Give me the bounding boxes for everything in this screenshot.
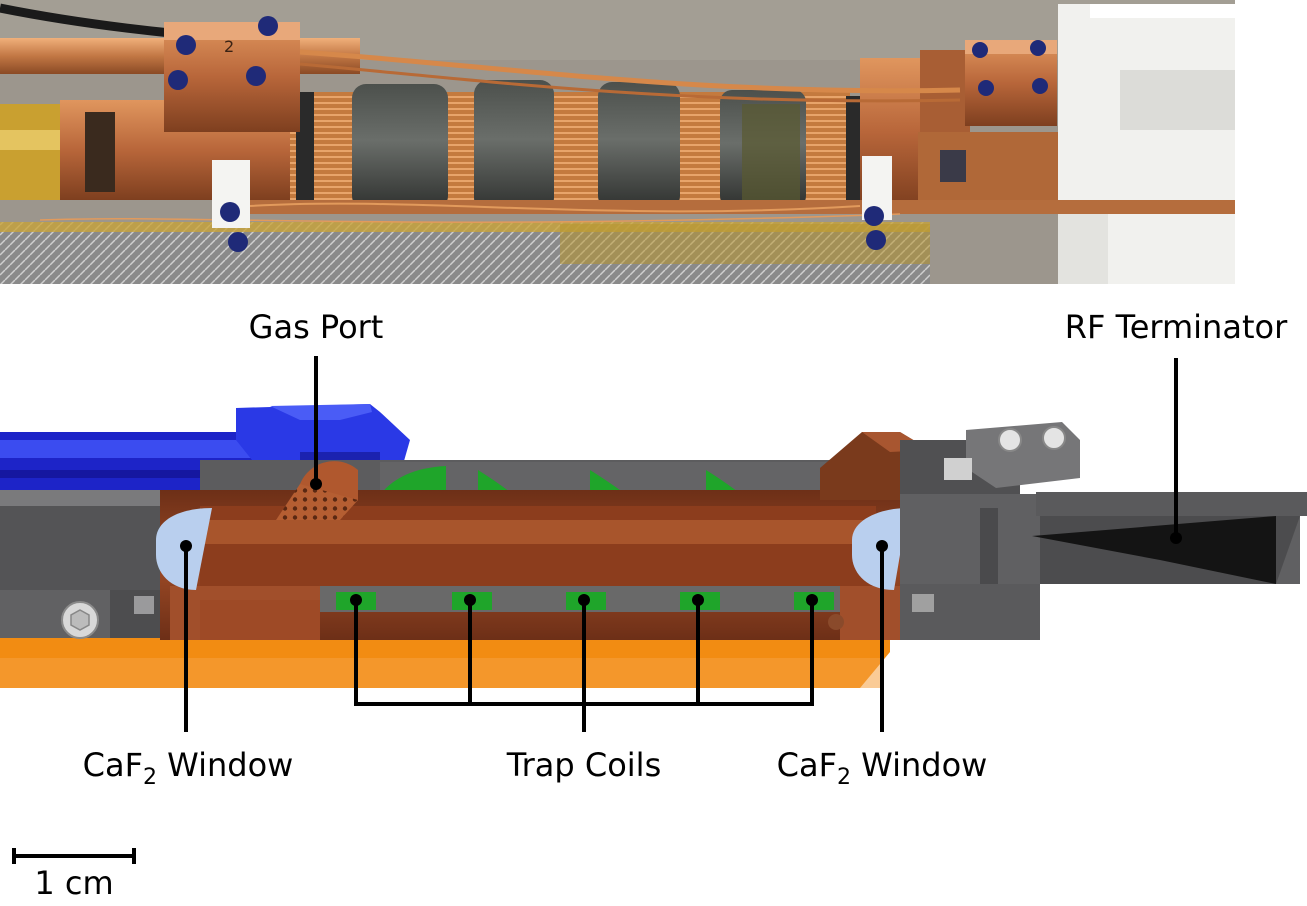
- scale-bar-label: 1 cm: [34, 864, 113, 902]
- right-gray-housing: [900, 422, 1307, 640]
- caf2-right-sub: 2: [837, 765, 851, 790]
- photo-panel: 2: [0, 0, 1235, 284]
- block-number-top: 2: [224, 37, 234, 56]
- caf2-left-sub: 2: [143, 765, 157, 790]
- trap-ring-1: [352, 84, 448, 210]
- caf2-right-suffix: Window: [851, 746, 987, 784]
- white-plastic-holder: [1058, 4, 1235, 284]
- label-caf2-window-right: CaF2 Window: [777, 746, 988, 790]
- leader-lines: [180, 356, 1182, 732]
- caf2-right-main: CaF: [777, 746, 837, 784]
- trap-ring-3: [598, 82, 680, 210]
- label-trap-coils: Trap Coils: [506, 746, 661, 784]
- label-gas-port: Gas Port: [249, 308, 384, 346]
- scale-bar: 1 cm: [12, 848, 136, 902]
- lower-copper-rod: [230, 200, 1235, 214]
- caf2-left-suffix: Window: [157, 746, 293, 784]
- caf2-left-main: CaF: [83, 746, 143, 784]
- cutaway-diagram: [0, 404, 1307, 688]
- trap-ring-2: [474, 80, 554, 212]
- label-rf-terminator: RF Terminator: [1065, 308, 1288, 346]
- label-caf2-window-left: CaF2 Window: [83, 746, 294, 790]
- rf-terminator-cone: [1032, 516, 1276, 584]
- left-clamp-block: 2: [164, 16, 300, 132]
